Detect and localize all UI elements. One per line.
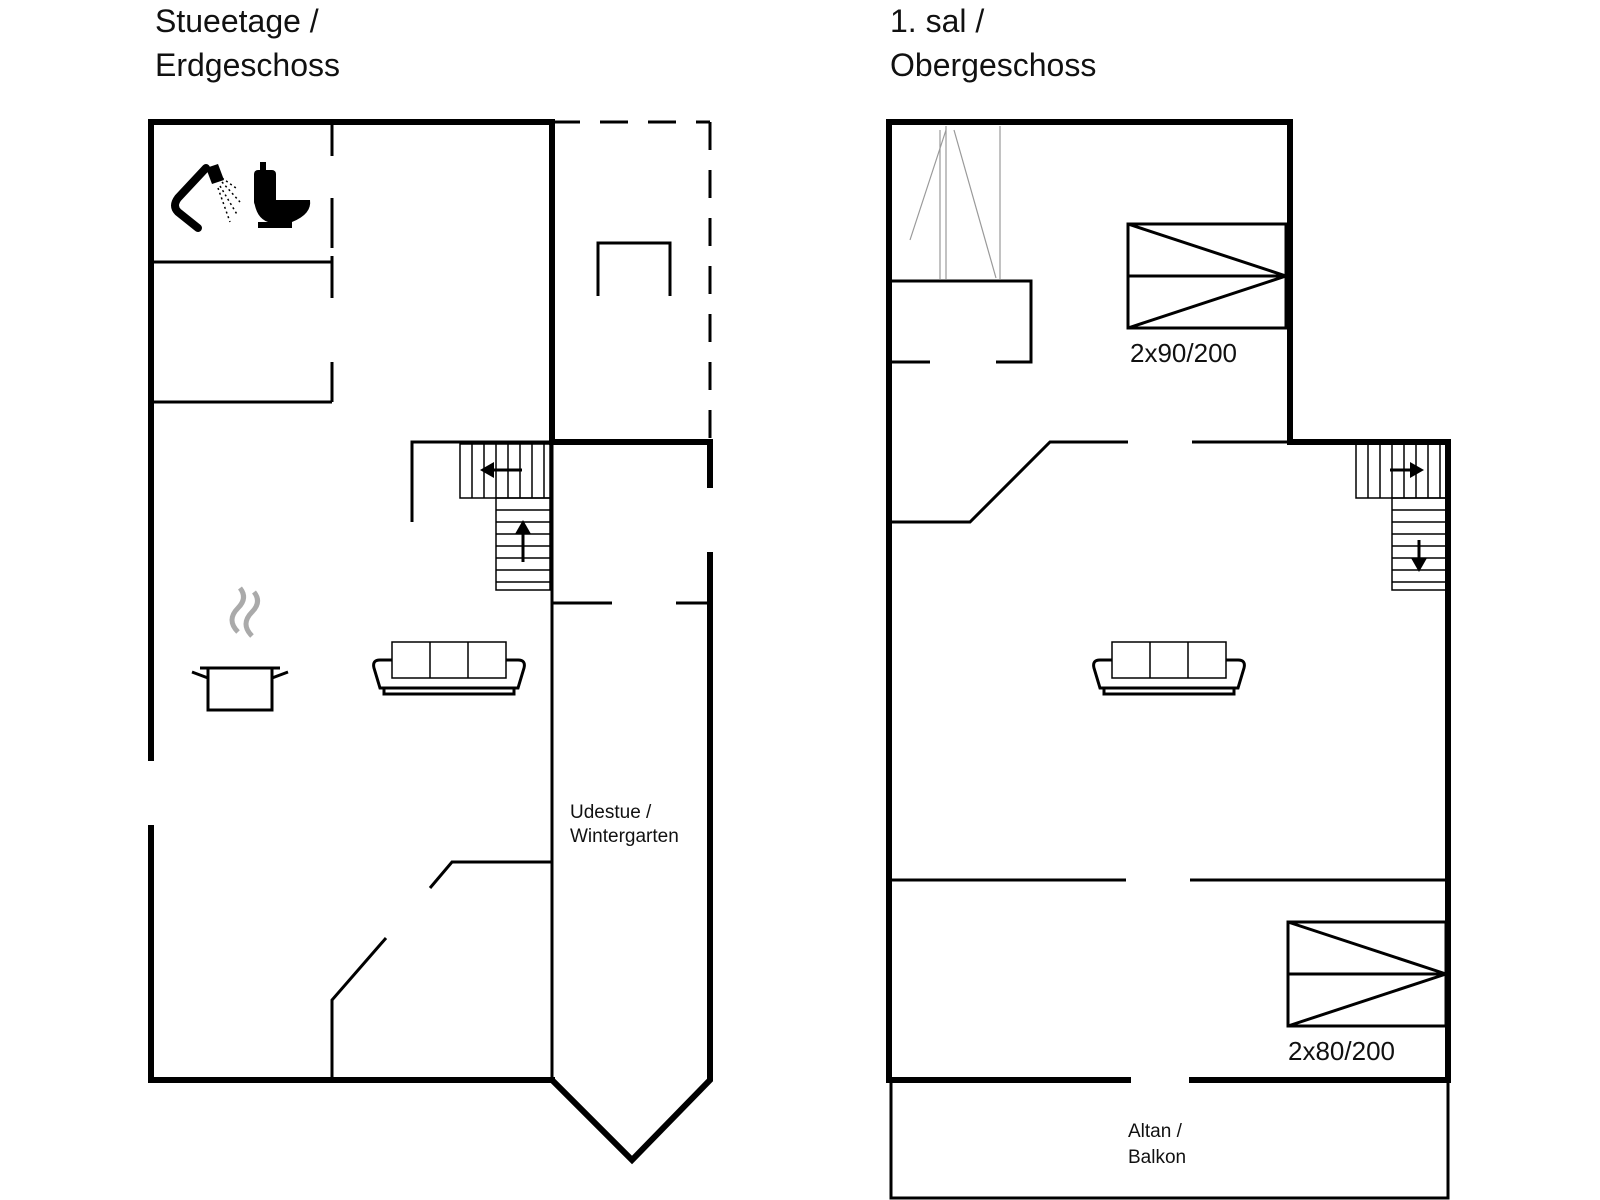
upper-exterior-walls [886, 119, 1451, 1083]
toilet-icon [254, 162, 311, 228]
ground-annex-dashed [552, 120, 712, 442]
wintergarten-label: Udestue / Wintergarten [570, 802, 679, 847]
svg-text:1. sal /: 1. sal / [890, 3, 984, 39]
cooking-pot-icon [191, 586, 289, 712]
balcony: Altan / Balkon [889, 1082, 1450, 1200]
upper-stairs [1355, 443, 1447, 591]
skylight [909, 126, 1001, 279]
svg-text:Obergeschoss: Obergeschoss [890, 47, 1096, 83]
ground-floor-title: Stueetage / Erdgeschoss [155, 3, 340, 83]
sofa-icon [1092, 641, 1246, 696]
sofa-icon [372, 641, 526, 696]
ground-floor-plan: Udestue / Wintergarten [148, 119, 713, 1165]
upper-floor-title: 1. sal / Obergeschoss [890, 3, 1096, 83]
bed-icon: 2x80/200 [1286, 920, 1448, 1066]
ground-stairs [459, 443, 551, 591]
svg-text:Udestue /: Udestue / [570, 802, 652, 823]
upper-interior-walls [891, 279, 1446, 882]
svg-text:Wintergarten: Wintergarten [570, 826, 679, 847]
shower-icon [171, 164, 241, 232]
svg-text:Balkon: Balkon [1128, 1147, 1186, 1168]
ground-interior-walls [153, 124, 710, 1078]
ground-exterior-walls [148, 119, 713, 1165]
svg-text:2x90/200: 2x90/200 [1130, 338, 1237, 368]
svg-text:Altan /: Altan / [1128, 1121, 1183, 1142]
upper-floor-plan: Altan / Balkon 2x90/200 [886, 119, 1451, 1200]
svg-text:Stueetage /: Stueetage / [155, 3, 319, 39]
svg-text:2x80/200: 2x80/200 [1288, 1036, 1395, 1066]
bed-icon: 2x90/200 [1126, 222, 1288, 368]
svg-text:Erdgeschoss: Erdgeschoss [155, 47, 340, 83]
